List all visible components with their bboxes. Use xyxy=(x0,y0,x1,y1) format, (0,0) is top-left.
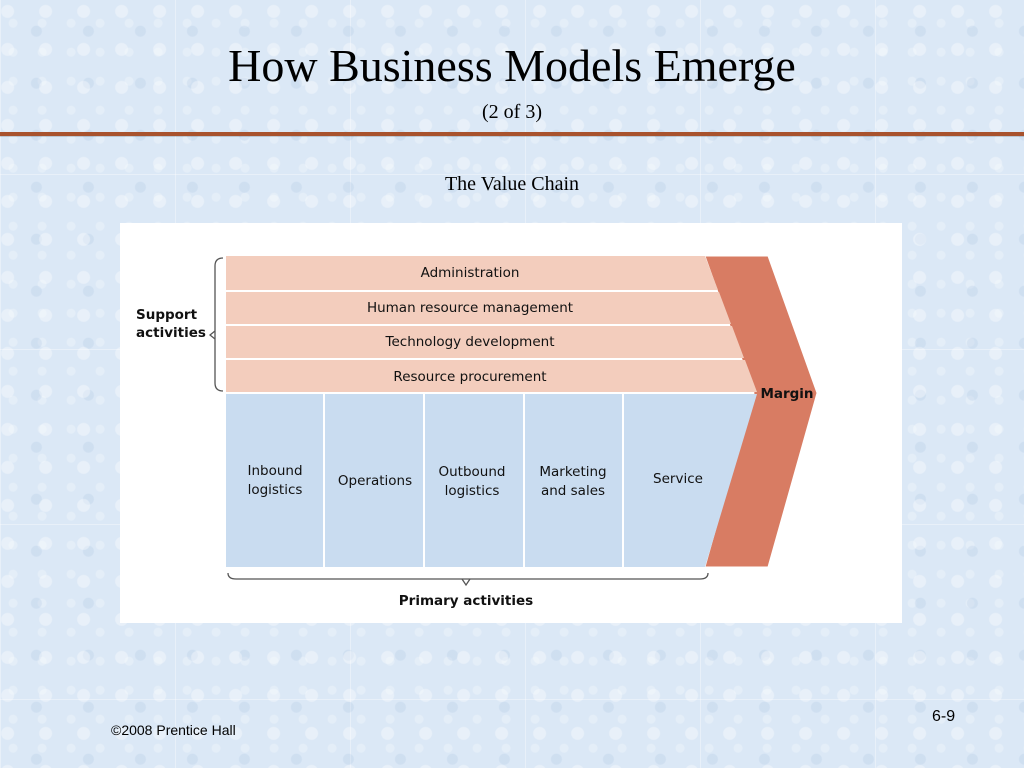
slide-title: How Business Models Emerge xyxy=(228,40,796,91)
margin-label: Margin xyxy=(760,386,813,402)
value-chain-svg: Administration Human resource management… xyxy=(136,255,818,609)
support-activities-label-line2: activities xyxy=(136,325,206,341)
support-bracket xyxy=(214,257,224,392)
primary-label-operations: Operations xyxy=(338,473,412,489)
support-label-administration: Administration xyxy=(421,265,520,281)
support-bar-procurement xyxy=(226,360,757,392)
primary-label-service: Service xyxy=(653,471,703,487)
support-activities-label-line1: Support xyxy=(136,307,198,323)
primary-bracket xyxy=(227,572,709,580)
primary-activities-area xyxy=(226,394,757,567)
primary-label-outbound-line2: logistics xyxy=(445,483,500,499)
primary-label-marketing-line1: Marketing xyxy=(539,464,606,480)
primary-bracket-tip xyxy=(461,578,471,587)
primary-activities-label: Primary activities xyxy=(399,593,533,609)
support-bar-technology xyxy=(226,326,744,358)
copyright-footer: ©2008 Prentice Hall xyxy=(111,722,236,738)
primary-label-marketing-line2: and sales xyxy=(541,483,605,499)
title-divider xyxy=(0,132,1024,136)
page-number: 6-9 xyxy=(932,708,956,725)
primary-label-inbound-line2: logistics xyxy=(248,482,303,498)
support-bracket-tip xyxy=(208,330,216,340)
support-bar-human-resource xyxy=(226,292,731,324)
slide-subtitle: (2 of 3) xyxy=(482,101,542,123)
support-label-human-resource: Human resource management xyxy=(367,300,573,316)
value-chain-diagram: Administration Human resource management… xyxy=(120,223,902,623)
diagram-caption: The Value Chain xyxy=(444,173,580,195)
support-label-technology: Technology development xyxy=(385,334,555,350)
support-label-procurement: Resource procurement xyxy=(393,369,546,385)
support-bar-administration xyxy=(226,256,718,290)
primary-label-outbound-line1: Outbound xyxy=(439,464,506,480)
primary-label-inbound-line1: Inbound xyxy=(247,463,302,479)
